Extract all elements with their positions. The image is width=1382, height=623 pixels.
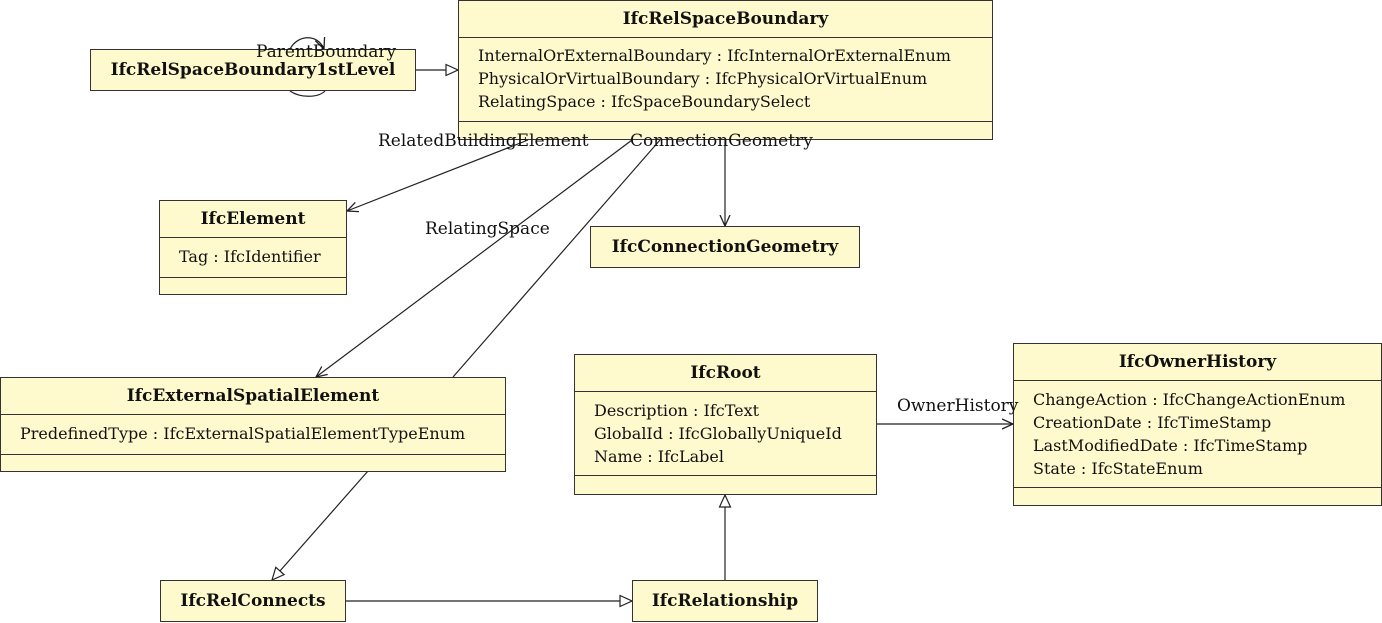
class-attributes: ChangeAction : IfcChangeActionEnum Creat… (1014, 380, 1381, 487)
class-name: IfcOwnerHistory (1118, 352, 1277, 372)
class-attributes: PredefinedType : IfcExternalSpatialEleme… (1, 414, 505, 454)
attribute: Description : IfcText (594, 401, 760, 420)
attribute: PhysicalOrVirtualBoundary : IfcPhysicalO… (478, 69, 928, 88)
class-attributes: InternalOrExternalBoundary : IfcInternal… (459, 37, 992, 121)
class-name: IfcConnectionGeometry (611, 237, 839, 257)
class-ifcrelconnects[interactable]: IfcRelConnects (160, 580, 346, 622)
label-owner-history: OwnerHistory (897, 396, 1019, 416)
class-attributes: Tag : IfcIdentifier (160, 237, 346, 277)
class-ifcelement[interactable]: IfcElement Tag : IfcIdentifier (159, 200, 347, 295)
class-attributes: Description : IfcText GlobalId : IfcGlob… (575, 391, 876, 475)
attribute: Name : IfcLabel (594, 447, 724, 466)
class-name: IfcElement (200, 209, 306, 229)
association-relating-space (316, 139, 633, 377)
class-ifcownerhistory[interactable]: IfcOwnerHistory ChangeAction : IfcChange… (1013, 343, 1382, 506)
class-operations (1014, 487, 1381, 505)
class-name: IfcExternalSpatialElement (126, 386, 380, 406)
class-name: IfcRelSpaceBoundary (622, 9, 829, 29)
attribute: LastModifiedDate : IfcTimeStamp (1033, 436, 1308, 455)
association-parent-boundary-loop-bottom (289, 90, 326, 97)
attribute: GlobalId : IfcGloballyUniqueId (594, 424, 842, 443)
attribute: Tag : IfcIdentifier (179, 247, 321, 266)
class-operations (575, 475, 876, 494)
label-relating-space: RelatingSpace (425, 219, 550, 239)
attribute: PredefinedType : IfcExternalSpatialEleme… (20, 424, 466, 443)
association-parent-boundary-loop (289, 38, 324, 49)
attribute: ChangeAction : IfcChangeActionEnum (1033, 390, 1346, 409)
class-ifcconnectiongeometry[interactable]: IfcConnectionGeometry (590, 226, 860, 268)
link-external-spatial-to-relspaceboundary (452, 139, 661, 378)
class-operations (459, 121, 992, 139)
class-ifcrelationship[interactable]: IfcRelationship (632, 580, 818, 622)
label-related-building-element: RelatedBuildingElement (378, 131, 589, 151)
class-name: IfcRelSpaceBoundary1stLevel (110, 60, 396, 80)
attribute: State : IfcStateEnum (1033, 459, 1203, 478)
generalization-external-spatial-to-relconnects (272, 470, 369, 580)
association-related-building-element (347, 139, 529, 211)
class-name: IfcRelationship (651, 591, 799, 611)
class-ifcrelspaceboundary1stlevel[interactable]: IfcRelSpaceBoundary1stLevel (90, 49, 416, 91)
attribute: InternalOrExternalBoundary : IfcInternal… (478, 46, 951, 65)
class-operations (1, 454, 505, 471)
label-connection-geometry: ConnectionGeometry (630, 131, 813, 151)
attribute: CreationDate : IfcTimeStamp (1033, 413, 1272, 432)
class-name: IfcRoot (690, 363, 761, 383)
class-name: IfcRelConnects (180, 591, 326, 611)
label-parent-boundary: ParentBoundary (256, 42, 397, 62)
class-ifcroot[interactable]: IfcRoot Description : IfcText GlobalId :… (574, 354, 877, 495)
class-ifcexternalspatialelement[interactable]: IfcExternalSpatialElement PredefinedType… (0, 377, 506, 472)
attribute: RelatingSpace : IfcSpaceBoundarySelect (478, 92, 811, 111)
class-ifcrelspaceboundary[interactable]: IfcRelSpaceBoundary InternalOrExternalBo… (458, 0, 993, 140)
class-operations (160, 277, 346, 294)
